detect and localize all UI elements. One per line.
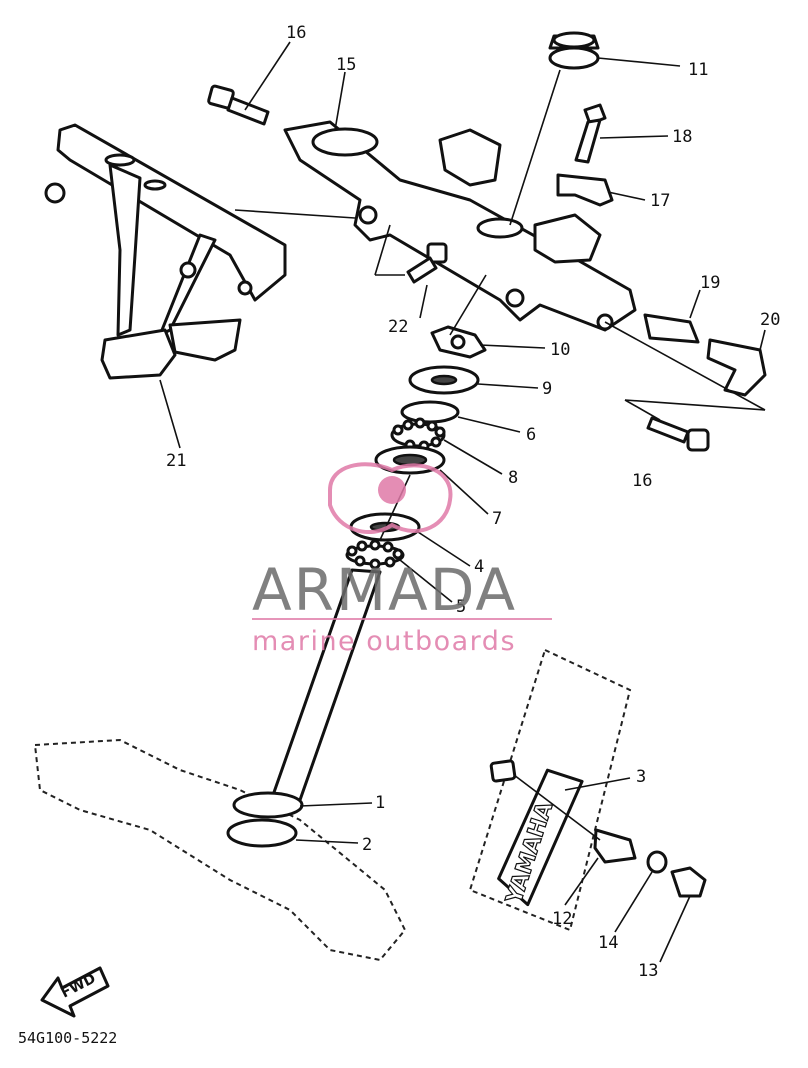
front-fork: YAMAHA xyxy=(468,648,632,932)
holder-17 xyxy=(556,173,614,207)
callout-20: 20 xyxy=(760,310,780,330)
bolt-13 xyxy=(670,866,707,898)
holder-19 xyxy=(643,313,700,344)
watermark-divider xyxy=(252,618,552,620)
ball-bearing-8 xyxy=(390,417,446,452)
seal-1 xyxy=(232,791,304,819)
ball-bearing-5 xyxy=(345,539,405,570)
callout-2: 2 xyxy=(362,835,372,855)
bolt-16-right xyxy=(646,416,710,452)
callout-17: 17 xyxy=(650,191,670,211)
callout-numbers: 1 2 3 4 5 6 7 8 9 10 11 12 13 14 15 16 1… xyxy=(166,23,780,981)
callout-3: 3 xyxy=(636,767,646,787)
nut-10 xyxy=(430,325,487,359)
callout-9: 9 xyxy=(542,379,552,399)
race-cone-7-hole xyxy=(392,453,428,467)
watermark: ARMADA marine outboards xyxy=(252,462,552,657)
callout-1: 1 xyxy=(375,793,385,813)
bolt-16-top xyxy=(207,84,270,126)
callout-16-right: 16 xyxy=(632,471,652,491)
callout-4: 4 xyxy=(474,557,484,577)
callout-15: 15 xyxy=(336,55,356,75)
callout-16-top: 16 xyxy=(286,23,306,43)
leader-lines xyxy=(159,41,766,963)
callout-10: 10 xyxy=(550,340,570,360)
callout-5: 5 xyxy=(456,597,466,617)
callout-12: 12 xyxy=(552,909,572,929)
callout-14: 14 xyxy=(598,933,618,953)
fwd-arrow-icon: FWD xyxy=(40,966,110,1018)
holder-3 xyxy=(489,759,517,783)
callout-21: 21 xyxy=(166,451,186,471)
callout-11: 11 xyxy=(688,60,708,80)
callout-8: 8 xyxy=(508,468,518,488)
bolt-22 xyxy=(406,242,448,284)
headlight-bracket xyxy=(44,123,287,380)
washer-14 xyxy=(646,850,668,874)
watermark-brand: ARMADA xyxy=(252,556,517,624)
watermark-logo-icon xyxy=(328,462,453,535)
diagram-code: 54G100-5222 xyxy=(18,1029,117,1047)
washer-9-hole xyxy=(430,374,458,386)
bearing-2 xyxy=(226,818,298,848)
callout-7: 7 xyxy=(492,509,502,529)
bearing-race-6 xyxy=(400,400,460,424)
callout-22: 22 xyxy=(388,317,408,337)
clamp-12 xyxy=(593,828,637,864)
callout-13: 13 xyxy=(638,961,658,981)
bolt-18 xyxy=(574,103,607,164)
callout-6: 6 xyxy=(526,425,536,445)
holder-20 xyxy=(706,338,767,397)
watermark-tagline: marine outboards xyxy=(252,626,516,657)
callout-19: 19 xyxy=(700,273,720,293)
callout-18: 18 xyxy=(672,127,692,147)
nut-11 xyxy=(548,31,600,70)
